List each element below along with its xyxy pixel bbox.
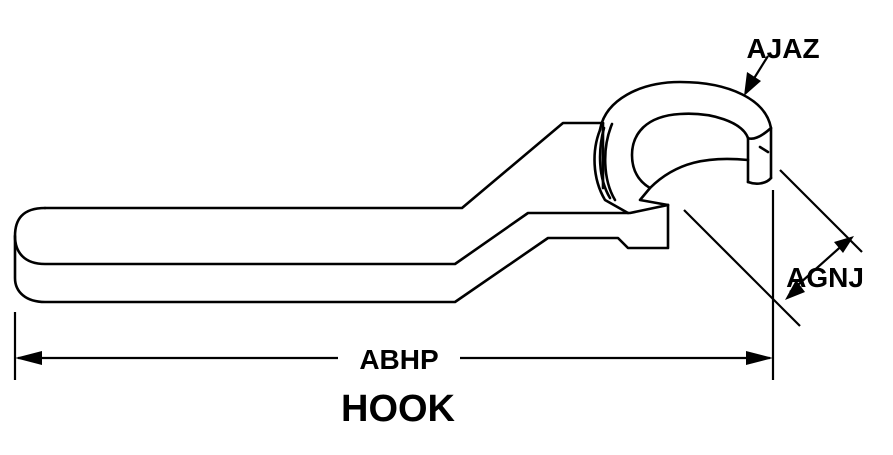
hook-thickness-label: AJAZ <box>746 33 819 64</box>
diagram-title: HOOK <box>341 388 456 430</box>
hook-thickness-dimension: AJAZ <box>744 33 820 96</box>
overall-length-label: ABHP <box>359 344 438 375</box>
leader-arrowhead <box>744 72 761 96</box>
arrowhead-upper <box>834 236 854 253</box>
extension-line-lower <box>683 209 801 327</box>
arrowhead-right <box>746 351 773 365</box>
jaw-opening-dimension: AGNJ <box>683 169 864 327</box>
dimension-line <box>789 241 847 293</box>
arrowhead-left <box>15 351 42 365</box>
jaw-opening-label: AGNJ <box>786 262 864 293</box>
hook-head <box>593 80 773 215</box>
leader-line <box>752 55 769 81</box>
arrowhead-lower <box>785 280 805 300</box>
wrench-handle <box>13 121 670 304</box>
overall-length-dimension: ABHP <box>13 190 775 380</box>
